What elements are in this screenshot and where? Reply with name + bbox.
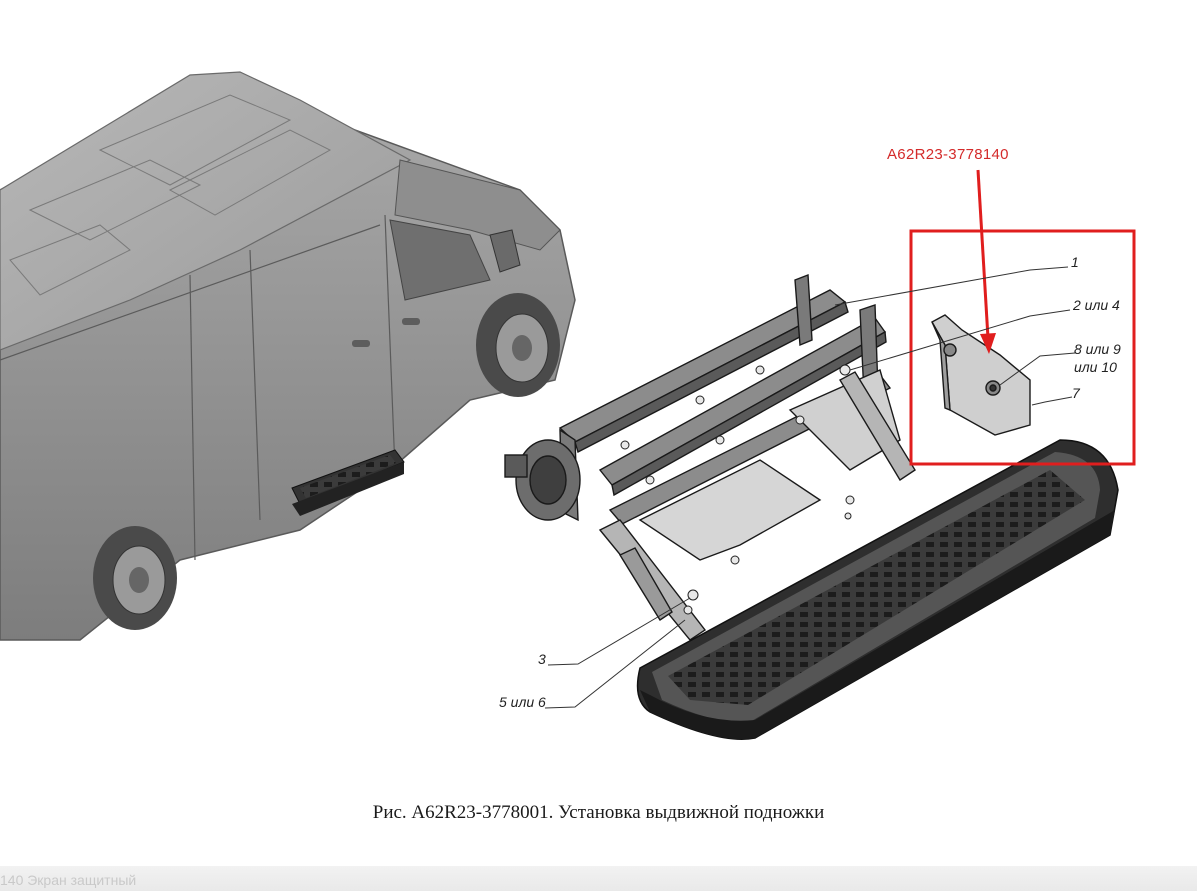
footer-label: 140 Экран защитный: [0, 872, 137, 888]
highlight-box: [909, 229, 1136, 466]
motor-unit: [504, 439, 581, 521]
van-illustration: [0, 71, 576, 641]
callout-or-10: или 10: [1074, 359, 1117, 375]
leader-lines: [544, 266, 1076, 709]
step-board: [636, 439, 1119, 740]
figure-caption: Рис. A62R23-3778001. Установка выдвижной…: [372, 802, 825, 823]
rear-wheel: [93, 526, 177, 630]
front-wheel: [476, 293, 560, 397]
highlight-arrow: [976, 169, 996, 354]
callout-3: 3: [538, 651, 546, 667]
protective-shield: [931, 314, 1031, 436]
callout-7: 7: [1072, 385, 1080, 401]
step-mechanism: [504, 274, 916, 641]
footer-strip: [0, 866, 1197, 891]
callout-5-or-6: 5 или 6: [499, 694, 546, 710]
callout-1: 1: [1071, 254, 1079, 270]
callout-8-or-9: 8 или 9: [1074, 341, 1121, 357]
small-step-view: [291, 449, 405, 516]
part-number-label: A62R23-3778140: [887, 146, 1009, 163]
callout-2-or-4: 2 или 4: [1073, 297, 1120, 313]
